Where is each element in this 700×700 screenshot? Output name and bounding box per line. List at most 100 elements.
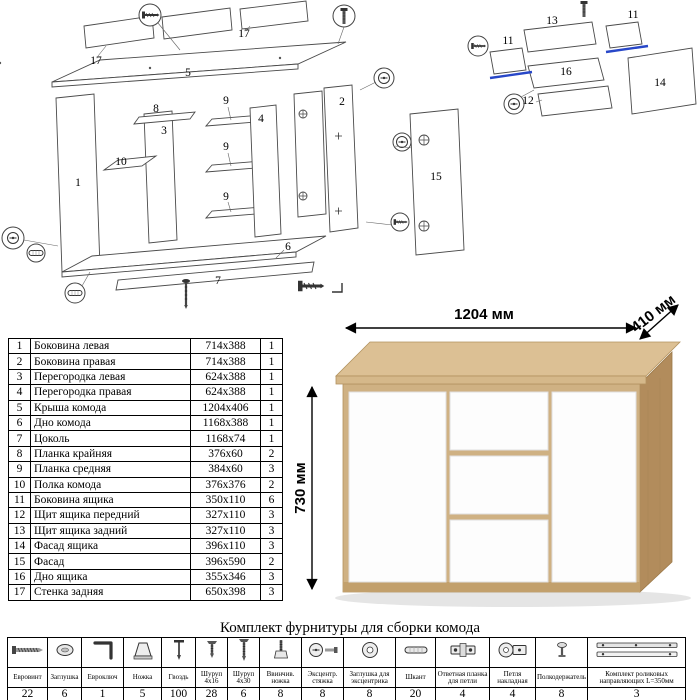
parts-cell-size: 327x110	[190, 522, 261, 540]
parts-cell-name: Цоколь	[30, 430, 191, 447]
parts-cell-name: Дно комода	[30, 414, 191, 432]
left-door	[348, 391, 447, 583]
roller-guide-left	[489, 70, 533, 80]
parts-cell-num: 11	[8, 491, 31, 509]
parts-cell-size: 355x346	[190, 568, 261, 586]
parts-cell-num: 2	[8, 353, 31, 370]
hw-qty: 20	[395, 687, 436, 700]
parts-cell-name: Планка крайняя	[30, 445, 191, 463]
parts-cell-num: 6	[8, 414, 31, 432]
part-label-1: 1	[75, 177, 81, 189]
parts-cell-size: 624x388	[190, 384, 261, 401]
parts-cell-num: 7	[8, 430, 31, 447]
hw-qty: 1	[81, 687, 124, 700]
parts-cell-size: 376x60	[190, 445, 261, 463]
exploded-view: 17 17 5 1 3 8 10 9 9 9 4 2 6 7 15	[0, 0, 465, 309]
parts-cell-num: 12	[8, 507, 31, 524]
hw-label: Шуруп 4x16	[195, 667, 228, 688]
part-label-6: 6	[285, 241, 291, 253]
hw-label: Заглушка	[47, 667, 82, 688]
parts-cell-num: 4	[8, 384, 31, 401]
hw-label: Полкодержатель	[534, 667, 589, 688]
hardware-qty-row: 22 6 1 5 100 28 6 8 8 8 20 4 4 8 3	[7, 687, 687, 700]
parts-cell-qty: 1	[260, 337, 283, 355]
parts-cell-size: 714x388	[190, 353, 261, 370]
hw-label: Комплект роликовых направляющих L=350мм	[587, 667, 687, 688]
parts-cell-size: 624x388	[190, 368, 261, 386]
parts-cell-qty: 3	[260, 461, 283, 478]
hw-qty: 8	[343, 687, 396, 700]
parts-cell-qty: 1	[260, 368, 283, 386]
parts-cell-name: Перегородка правая	[30, 384, 191, 401]
parts-cell-num: 5	[8, 399, 31, 416]
parts-cell-size: 376x376	[190, 476, 261, 493]
drawer-front-2	[449, 455, 549, 515]
parts-cell-size: 384x60	[190, 461, 261, 478]
hw-qty: 3	[587, 687, 687, 700]
parts-cell-name: Фасад ящика	[30, 538, 191, 555]
hw-qty: 5	[123, 687, 162, 700]
parts-cell-name: Щит ящика передний	[30, 507, 191, 524]
part-label-4: 4	[258, 113, 264, 125]
hw-qty: 4	[435, 687, 490, 700]
parts-cell-num: 17	[8, 584, 31, 601]
hw-label: Евровинт	[7, 667, 48, 688]
part-label-3: 3	[161, 125, 167, 137]
parts-cell-qty: 1	[260, 430, 283, 447]
width-dimension: 1204 мм	[454, 306, 514, 323]
parts-cell-name: Фасад	[30, 553, 191, 570]
hw-label: Ввинчив. ножка	[259, 667, 302, 688]
foot-icon	[133, 642, 152, 660]
drawer-front-1	[449, 391, 549, 451]
drawer-front-3	[449, 519, 549, 583]
drawer-detail: 13 11 11 16 12 14	[467, 0, 697, 117]
parts-cell-qty: 3	[260, 507, 283, 524]
hw-label: Шкант	[395, 667, 436, 688]
parts-cell-num: 15	[8, 553, 31, 570]
part-label-8: 8	[153, 103, 159, 115]
parts-cell-size: 327x110	[190, 507, 261, 524]
parts-cell-num: 8	[8, 445, 31, 463]
parts-cell-size: 350x110	[190, 491, 261, 509]
hw-qty: 8	[534, 687, 589, 700]
parts-cell-size: 1168x388	[190, 414, 261, 432]
hinge-plate-icon	[450, 643, 475, 657]
parts-cell-name: Стенка задняя	[30, 584, 191, 601]
parts-cell-size: 396x590	[190, 553, 261, 570]
hardware-labels-row: Евровинт Заглушка Евроключ Ножка Гвоздь …	[7, 667, 687, 688]
parts-cell-name: Планка средняя	[30, 461, 191, 478]
cam-cap-icon	[361, 642, 378, 658]
dresser	[335, 341, 681, 593]
hw-qty: 8	[301, 687, 344, 700]
screw-long-icon	[238, 639, 249, 661]
parts-cell-qty: 6	[260, 491, 283, 509]
hw-qty: 22	[7, 687, 48, 700]
hw-label: Шуруп 4x30	[227, 667, 260, 688]
parts-cell-name: Щит ящика задний	[30, 522, 191, 540]
plug-icon	[56, 644, 73, 656]
parts-cell-qty: 1	[260, 384, 283, 401]
hw-qty: 6	[227, 687, 260, 700]
parts-cell-num: 13	[8, 522, 31, 540]
parts-cell-num: 14	[8, 538, 31, 555]
parts-cell-num: 9	[8, 461, 31, 478]
part-label-11b: 11	[627, 9, 638, 21]
hw-qty: 4	[489, 687, 536, 700]
confirmat-icon	[296, 279, 326, 293]
parts-cell-name: Дно ящика	[30, 568, 191, 586]
parts-cell-name: Крыша комода	[30, 399, 191, 416]
part-label-2: 2	[339, 96, 345, 108]
part-label-15: 15	[430, 171, 442, 183]
parts-cell-size: 1168x74	[190, 430, 261, 447]
